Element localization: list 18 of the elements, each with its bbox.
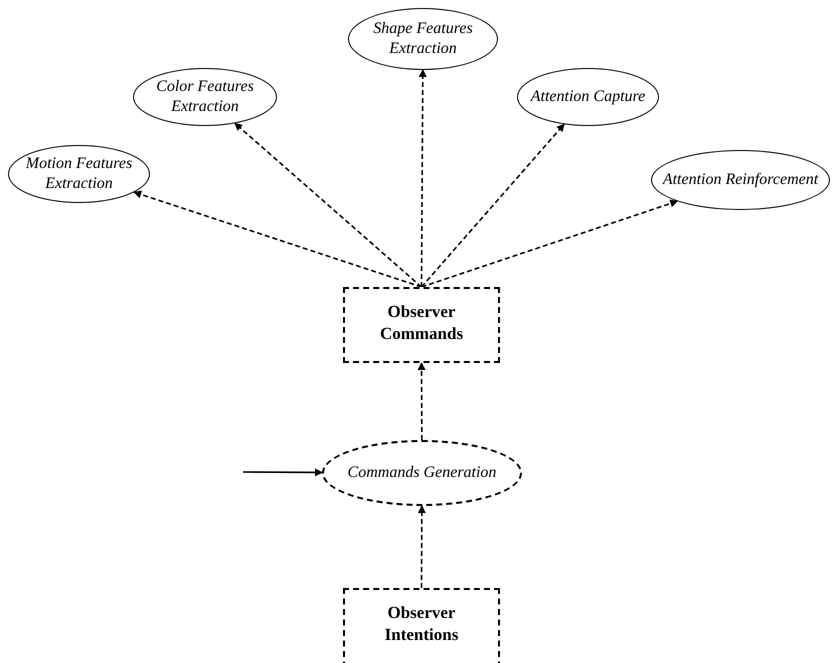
node-label: Attention Reinforcement xyxy=(661,170,820,190)
arrow xyxy=(418,69,427,287)
arrow xyxy=(418,505,426,588)
arrow xyxy=(133,190,422,288)
arrow xyxy=(234,122,422,288)
node-label: Attention Capture xyxy=(529,87,646,107)
node-label: Commands Generation xyxy=(346,463,498,483)
process-box xyxy=(343,588,500,663)
node-label: Color Features Extraction xyxy=(155,77,255,117)
arrow xyxy=(420,124,565,288)
node-label: Observer Commands xyxy=(378,301,464,345)
arrow xyxy=(243,468,324,476)
process-box xyxy=(343,287,500,363)
arrow xyxy=(421,200,678,288)
node-label: Observer Intentions xyxy=(384,602,460,646)
arrow xyxy=(418,362,426,440)
node-label: Motion Features Extraction xyxy=(24,154,134,194)
node-label: Shape Features Extraction xyxy=(372,19,474,59)
